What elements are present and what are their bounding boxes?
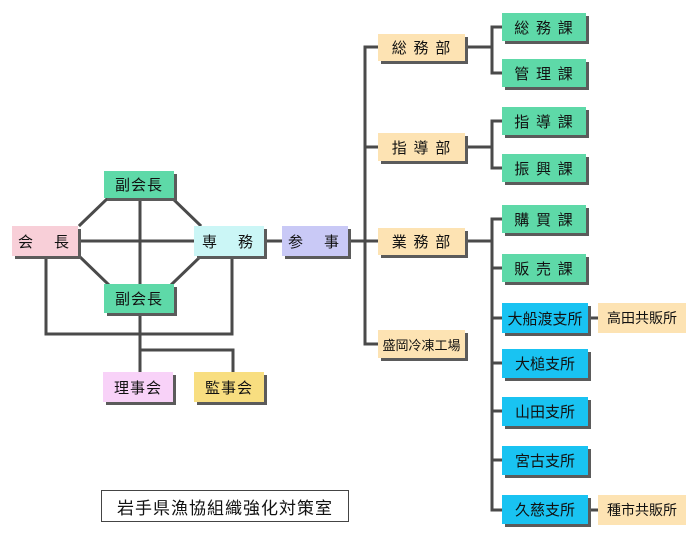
- node-konyu-ka: 購 買 課: [502, 205, 586, 233]
- node-sanji: 参 事: [282, 226, 348, 256]
- node-takata-sales: 高田共販所: [598, 303, 686, 333]
- node-somu-ka: 総 務 課: [502, 13, 586, 41]
- node-kanji-kai: 監事会: [194, 372, 264, 402]
- node-senmu: 専 務: [194, 226, 264, 256]
- node-miyako-branch: 宮古支所: [502, 446, 588, 475]
- node-kuji-branch: 久慈支所: [502, 495, 588, 524]
- node-somu-bu: 総 務 部: [378, 34, 465, 61]
- node-shido-ka: 指 導 課: [502, 107, 586, 135]
- node-riji-kai: 理事会: [103, 372, 173, 402]
- node-tanechi-sales: 種市共販所: [598, 495, 686, 525]
- node-kanri-ka: 管 理 課: [502, 59, 586, 87]
- node-shinko-ka: 振 興 課: [502, 154, 586, 182]
- node-gyomu-bu: 業 務 部: [378, 228, 465, 255]
- node-otsuchi-branch: 大槌支所: [502, 349, 588, 378]
- node-fuku-kaicho-top: 副会長: [104, 171, 174, 198]
- node-hanbai-ka: 販 売 課: [502, 254, 586, 282]
- node-shido-bu: 指 導 部: [378, 133, 465, 161]
- node-ofunato-branch: 大船渡支所: [502, 303, 588, 333]
- node-fuku-kaicho-bottom: 副会長: [104, 284, 174, 313]
- node-reito-kojo: 盛岡冷凍工場: [378, 330, 465, 358]
- node-kaicho: 会 長: [12, 226, 78, 256]
- node-yamada-branch: 山田支所: [502, 397, 588, 426]
- footer-title: 岩手県漁協組織強化対策室: [101, 490, 349, 522]
